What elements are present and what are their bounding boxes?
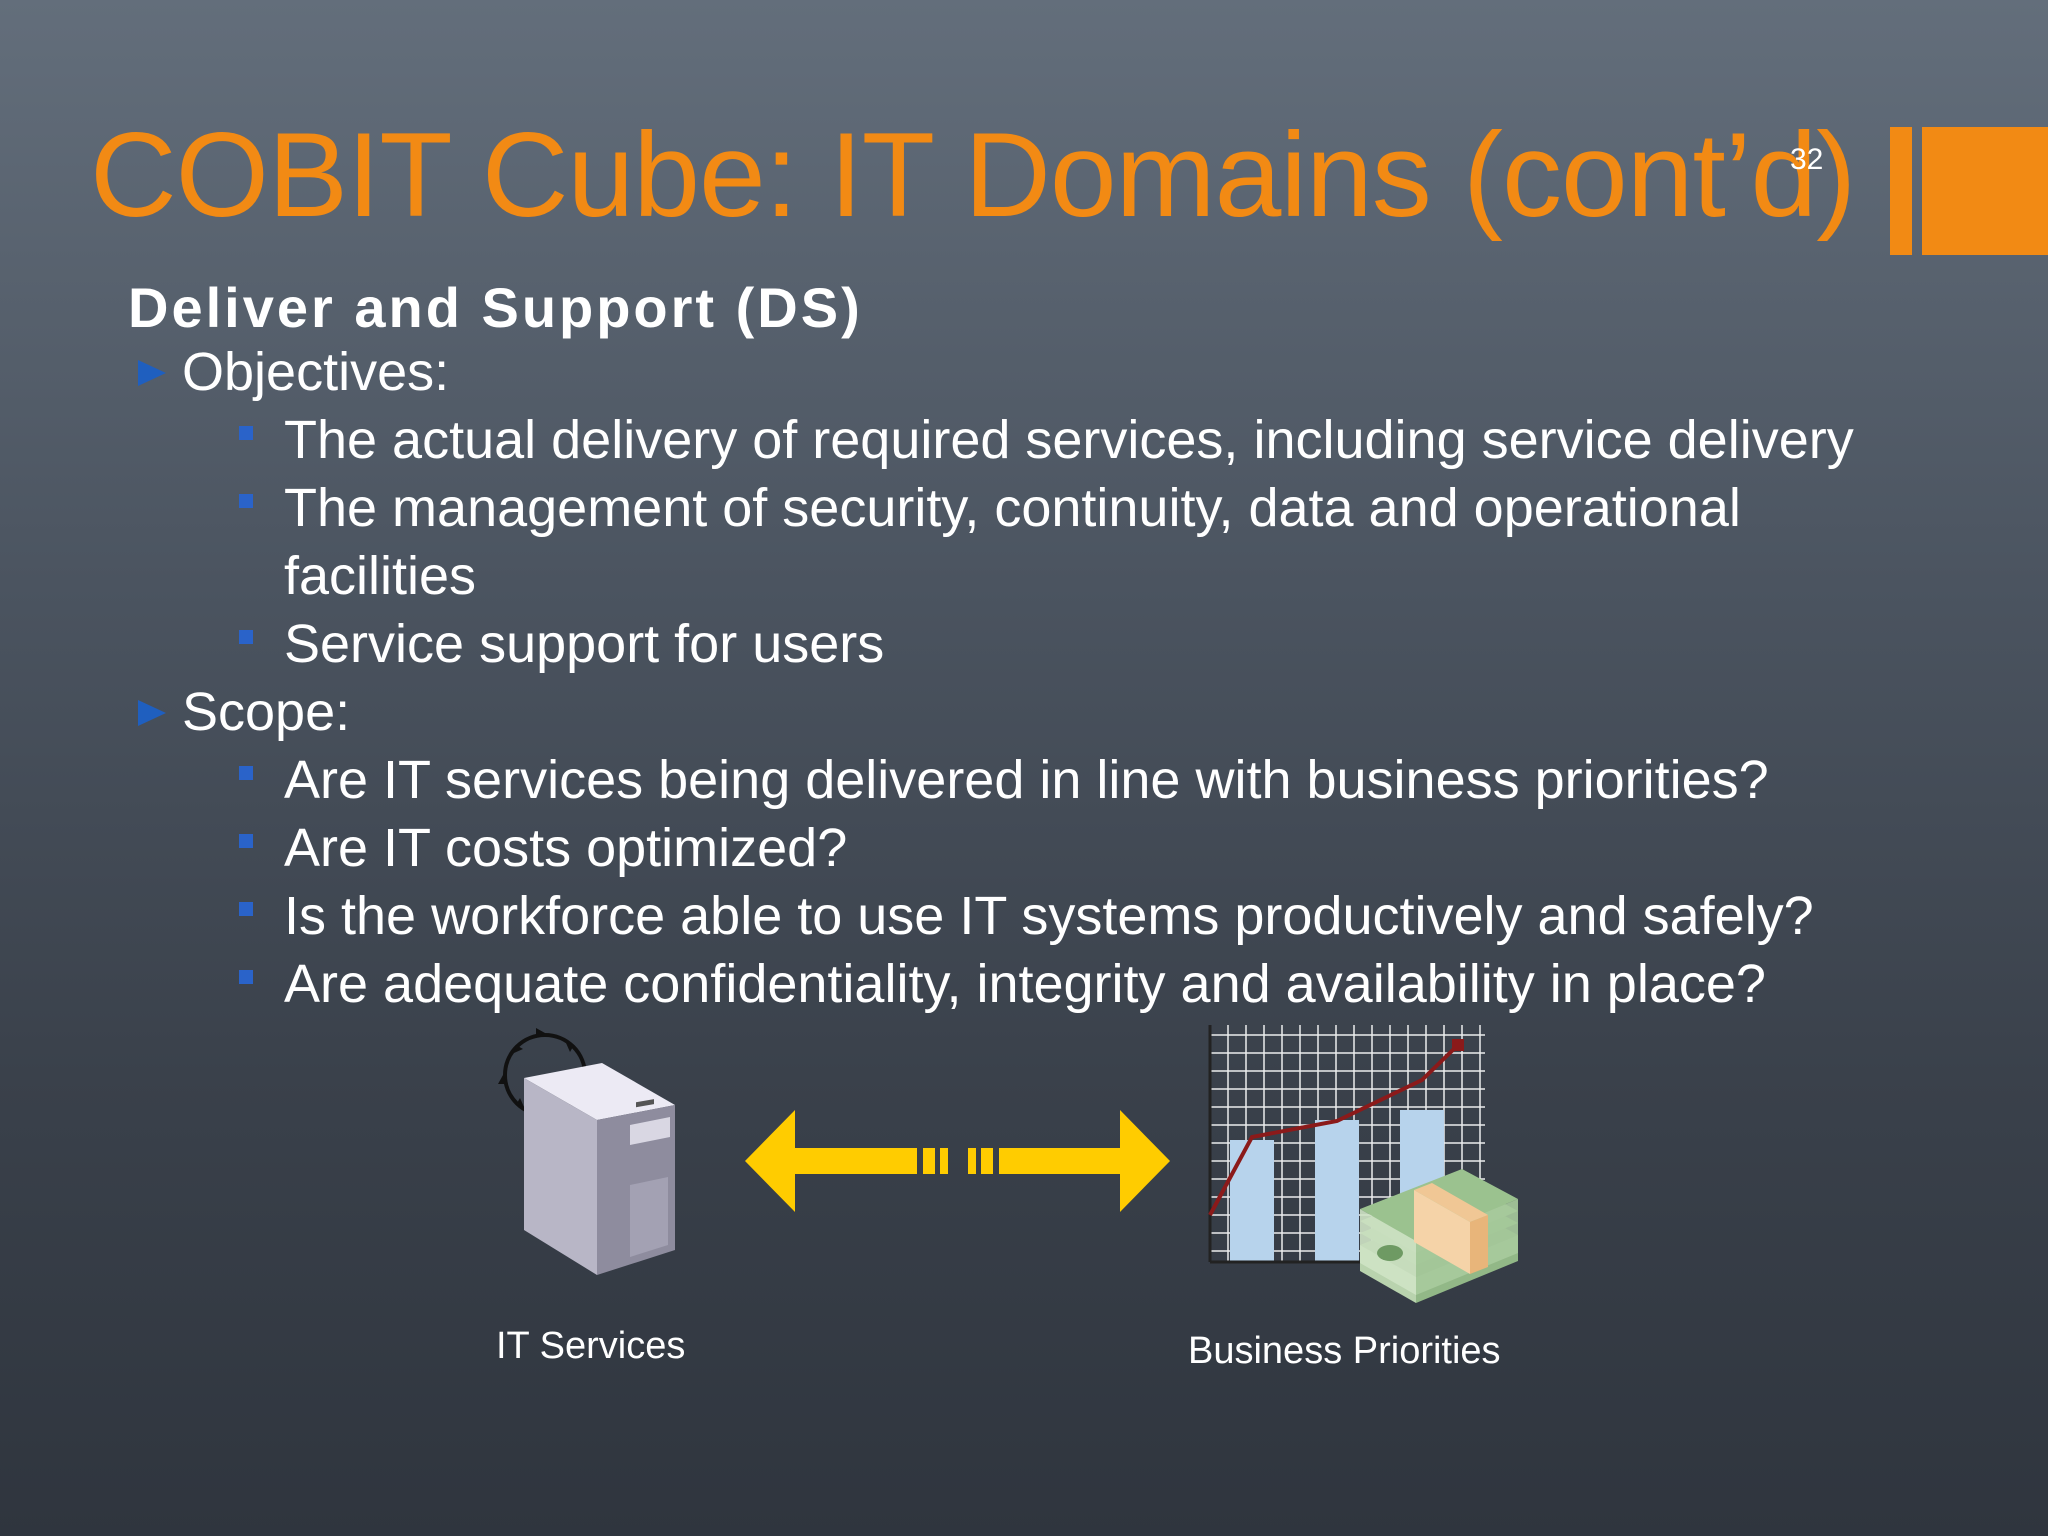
sub-bullet: The actual delivery of required services… bbox=[239, 406, 1854, 474]
chart-with-money-icon bbox=[1208, 1025, 1518, 1303]
slide-title: COBIT Cube: IT Domains (cont’d) bbox=[90, 108, 1856, 242]
sub-bullet-text: The management of security, continuity, … bbox=[284, 478, 1741, 538]
square-bullet-icon bbox=[239, 970, 253, 984]
triangle-bullet-icon bbox=[138, 360, 166, 386]
money-stack-icon bbox=[1360, 1169, 1518, 1303]
accent-block bbox=[1922, 127, 2048, 255]
sub-bullet-text: Are IT costs optimized? bbox=[284, 818, 848, 878]
square-bullet-icon bbox=[239, 494, 253, 508]
sub-bullet: Are IT costs optimized? bbox=[239, 814, 848, 882]
bullet-scope: Scope: bbox=[138, 678, 351, 746]
sub-bullet-text: Service support for users bbox=[284, 614, 885, 674]
bullet-label: Scope: bbox=[182, 682, 351, 742]
sub-bullet-continuation: facilities bbox=[284, 542, 476, 610]
business-priorities-caption: Business Priorities bbox=[1188, 1330, 1501, 1372]
it-services-caption: IT Services bbox=[496, 1325, 686, 1367]
double-arrow-icon bbox=[745, 1110, 1170, 1212]
square-bullet-icon bbox=[239, 426, 253, 440]
sub-bullet-text: Are IT services being delivered in line … bbox=[284, 750, 1769, 810]
sub-bullet: The management of security, continuity, … bbox=[239, 474, 1741, 542]
sub-bullet-text: facilities bbox=[284, 546, 477, 606]
sub-bullet: Are IT services being delivered in line … bbox=[239, 746, 1769, 814]
accent-bar bbox=[1890, 127, 1912, 255]
sub-bullet: Is the workforce able to use IT systems … bbox=[239, 882, 1814, 950]
sub-bullet-text: The actual delivery of required services… bbox=[284, 410, 1854, 470]
square-bullet-icon bbox=[239, 834, 253, 848]
bullet-objectives: Objectives: bbox=[138, 338, 450, 406]
square-bullet-icon bbox=[239, 902, 253, 916]
server-icon bbox=[498, 1028, 675, 1275]
bullet-label: Objectives: bbox=[182, 342, 450, 402]
sub-bullet-text: Is the workforce able to use IT systems … bbox=[284, 886, 1814, 946]
square-bullet-icon bbox=[239, 766, 253, 780]
sub-bullet-text: Are adequate confidentiality, integrity … bbox=[284, 954, 1766, 1014]
section-heading: Deliver and Support (DS) bbox=[128, 276, 863, 339]
sub-bullet: Service support for users bbox=[239, 610, 885, 678]
sub-bullet: Are adequate confidentiality, integrity … bbox=[239, 950, 1766, 1018]
square-bullet-icon bbox=[239, 630, 253, 644]
triangle-bullet-icon bbox=[138, 700, 166, 726]
slide-number: 32 bbox=[1790, 143, 1824, 176]
